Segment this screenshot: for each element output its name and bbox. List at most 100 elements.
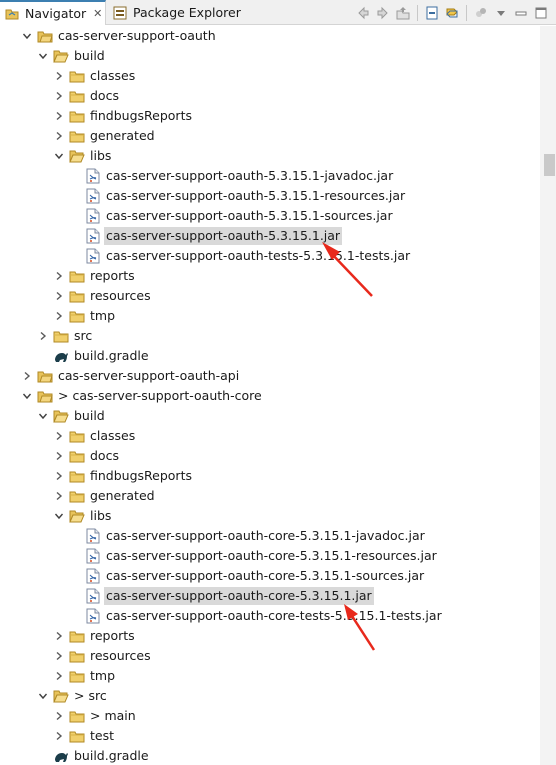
- chevron-down-icon[interactable]: [36, 686, 50, 706]
- chevron-right-icon[interactable]: [52, 646, 66, 666]
- tree-item[interactable]: findbugsReports: [52, 466, 192, 486]
- tree-item-label: cas-server-support-oauth-5.3.15.1-source…: [106, 208, 393, 223]
- minimize-icon[interactable]: [512, 4, 530, 22]
- tree-item[interactable]: cas-server-support-oauth-core-5.3.15.1-s…: [68, 566, 424, 586]
- chevron-down-icon[interactable]: [20, 386, 34, 406]
- tree-item[interactable]: cas-server-support-oauth-core-tests-5.3.…: [68, 606, 442, 626]
- tree-item[interactable]: cas-server-support-oauth-5.3.15.1-resour…: [68, 186, 405, 206]
- tree-item-label: cas-server-support-oauth-core-5.3.15.1.j…: [104, 587, 374, 605]
- chevron-right-icon[interactable]: [52, 446, 66, 466]
- tree-item[interactable]: cas-server-support-oauth: [20, 26, 216, 46]
- chevron-down-icon[interactable]: [52, 146, 66, 166]
- close-icon[interactable]: ✕: [93, 7, 103, 20]
- tree-spacer: [68, 586, 82, 606]
- toolbar-separator: [466, 4, 467, 21]
- tree-item[interactable]: > main: [52, 706, 136, 726]
- link-with-editor-icon[interactable]: [443, 4, 461, 22]
- tree-item[interactable]: docs: [52, 446, 119, 466]
- tree-item[interactable]: cas-server-support-oauth-5.3.15.1-javado…: [68, 166, 393, 186]
- tree-item[interactable]: generated: [52, 486, 155, 506]
- tree-item[interactable]: build: [36, 406, 105, 426]
- tree-item[interactable]: libs: [52, 146, 111, 166]
- tree-item[interactable]: cas-server-support-oauth-core-5.3.15.1-j…: [68, 526, 425, 546]
- tree-item[interactable]: libs: [52, 506, 111, 526]
- tree-item[interactable]: > src: [36, 686, 107, 706]
- tree-item[interactable]: cas-server-support-oauth-api: [20, 366, 239, 386]
- tab-navigator-label: Navigator: [25, 6, 87, 21]
- tree-item[interactable]: tmp: [52, 306, 115, 326]
- chevron-right-icon[interactable]: [52, 106, 66, 126]
- tree-item[interactable]: cas-server-support-oauth-5.3.15.1-source…: [68, 206, 393, 226]
- jar-icon: [85, 608, 101, 624]
- tree-item[interactable]: cas-server-support-oauth-5.3.15.1.jar: [68, 226, 343, 246]
- collapse-all-icon[interactable]: [423, 4, 441, 22]
- folder-open-icon: [69, 508, 85, 524]
- chevron-right-icon[interactable]: [52, 726, 66, 746]
- chevron-right-icon[interactable]: [52, 286, 66, 306]
- folder-icon: [69, 668, 85, 684]
- jar-icon: [85, 588, 101, 604]
- chevron-right-icon[interactable]: [52, 86, 66, 106]
- chevron-right-icon[interactable]: [52, 266, 66, 286]
- vertical-scrollbar[interactable]: [540, 26, 556, 765]
- chevron-right-icon[interactable]: [52, 486, 66, 506]
- chevron-right-icon[interactable]: [52, 306, 66, 326]
- tree-item[interactable]: test: [52, 726, 114, 746]
- jar-icon: [85, 568, 101, 584]
- tab-navigator[interactable]: Navigator ✕: [0, 0, 106, 25]
- tree-item[interactable]: cas-server-support-oauth-tests-5.3.15.1-…: [68, 246, 410, 266]
- folder-icon: [69, 108, 85, 124]
- forward-icon[interactable]: [374, 4, 392, 22]
- tree-item-label: test: [90, 728, 115, 743]
- jar-icon: [85, 228, 101, 244]
- folder-icon: [69, 288, 85, 304]
- tree-item[interactable]: build.gradle: [36, 346, 149, 366]
- tree-item[interactable]: classes: [52, 426, 135, 446]
- chevron-right-icon[interactable]: [52, 466, 66, 486]
- chevron-right-icon[interactable]: [52, 66, 66, 86]
- tree-item-label: tmp: [90, 668, 116, 683]
- chevron-right-icon[interactable]: [52, 626, 66, 646]
- scrollbar-thumb[interactable]: [544, 154, 555, 176]
- chevron-right-icon[interactable]: [52, 666, 66, 686]
- tree-item[interactable]: build: [36, 46, 105, 66]
- maximize-icon[interactable]: [532, 4, 550, 22]
- tree-item[interactable]: generated: [52, 126, 155, 146]
- tree-item[interactable]: build.gradle: [36, 746, 149, 765]
- tree-item[interactable]: findbugsReports: [52, 106, 192, 126]
- tree-item[interactable]: tmp: [52, 666, 115, 686]
- chevron-right-icon[interactable]: [36, 326, 50, 346]
- chevron-down-icon[interactable]: [52, 506, 66, 526]
- tree-item[interactable]: reports: [52, 626, 135, 646]
- chevron-right-icon[interactable]: [52, 126, 66, 146]
- tab-package-explorer[interactable]: Package Explorer: [108, 0, 241, 25]
- tree-item[interactable]: cas-server-support-oauth-core-5.3.15.1-r…: [68, 546, 437, 566]
- tree-item[interactable]: resources: [52, 286, 151, 306]
- chevron-down-icon[interactable]: [36, 46, 50, 66]
- tree-item[interactable]: cas-server-support-oauth-core-5.3.15.1.j…: [68, 586, 374, 606]
- tree-item[interactable]: resources: [52, 646, 151, 666]
- filters-icon[interactable]: [472, 4, 490, 22]
- up-icon[interactable]: [394, 4, 412, 22]
- gradle-icon: [53, 348, 69, 364]
- gradle-icon: [53, 748, 69, 764]
- tree-item-label: resources: [90, 288, 151, 303]
- chevron-right-icon[interactable]: [52, 426, 66, 446]
- tree-item[interactable]: classes: [52, 66, 135, 86]
- tree-item[interactable]: src: [36, 326, 92, 346]
- folder-icon: [69, 468, 85, 484]
- chevron-down-icon[interactable]: [20, 26, 34, 46]
- chevron-down-icon[interactable]: [36, 406, 50, 426]
- tree-item[interactable]: reports: [52, 266, 135, 286]
- tree-item-label: docs: [90, 448, 119, 463]
- chevron-right-icon[interactable]: [52, 706, 66, 726]
- tree-item-label: build: [74, 48, 105, 63]
- back-icon[interactable]: [354, 4, 372, 22]
- view-menu-icon[interactable]: [492, 4, 510, 22]
- tree-item-label: findbugsReports: [90, 468, 192, 483]
- chevron-right-icon[interactable]: [20, 366, 34, 386]
- folder-open-icon: [53, 408, 69, 424]
- tree-item[interactable]: docs: [52, 86, 119, 106]
- tree-item[interactable]: > cas-server-support-oauth-core: [20, 386, 262, 406]
